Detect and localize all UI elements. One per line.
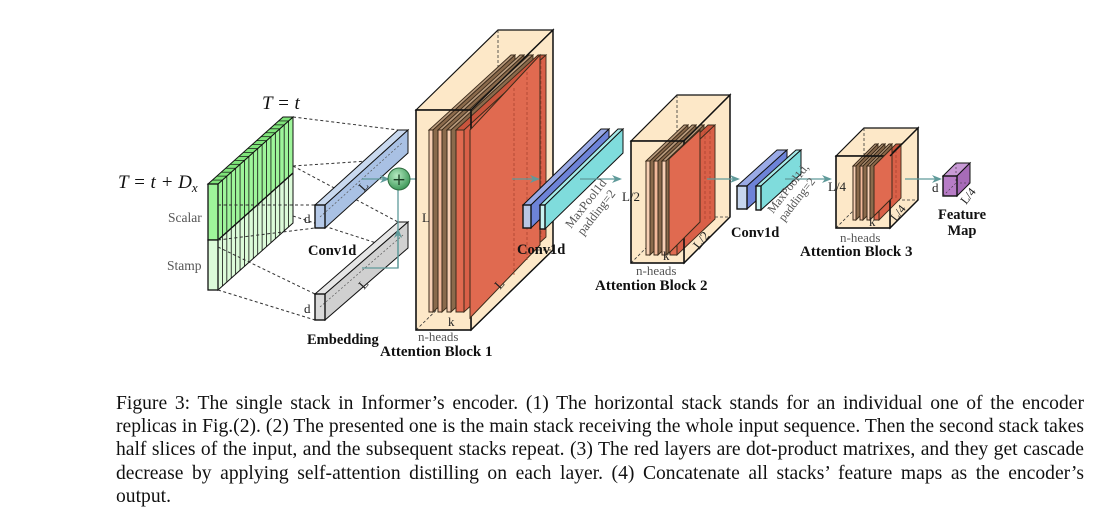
conv1d-input-label: Conv1d bbox=[308, 243, 356, 259]
conv-d-label: d bbox=[304, 211, 311, 226]
embed-d-label: d bbox=[304, 301, 311, 316]
feature-map-label-1: Feature bbox=[938, 207, 987, 223]
attention-layer-front bbox=[852, 165, 857, 221]
time-top-label: T = t bbox=[262, 93, 301, 114]
attention-layer-front bbox=[645, 160, 651, 256]
projection-lines bbox=[217, 116, 399, 321]
stamp-front-face bbox=[207, 239, 219, 291]
distill1-conv-label: Conv1d bbox=[517, 242, 565, 258]
attention-layer-front bbox=[428, 129, 434, 313]
block1-outline bbox=[470, 28, 554, 331]
scalar-label: Scalar bbox=[168, 210, 202, 225]
embedding-bar bbox=[313, 220, 410, 322]
embedding-label: Embedding bbox=[307, 332, 379, 348]
scalar-front-face bbox=[207, 183, 219, 241]
block3-k-label: k bbox=[869, 214, 876, 229]
block2-height-label: L/2 bbox=[622, 189, 640, 204]
scalar-stamp-divider bbox=[217, 172, 294, 241]
distill2-conv-label: Conv1d bbox=[731, 225, 779, 241]
attention-layer-front bbox=[455, 129, 465, 313]
attention-layer-front bbox=[653, 160, 659, 256]
distill1-pool-bar-front bbox=[539, 204, 546, 230]
feature-map-label-2: Map bbox=[948, 223, 977, 239]
feature-map-cube bbox=[941, 161, 972, 198]
input-sequence-block bbox=[206, 115, 295, 292]
feature-d-label: d bbox=[932, 180, 939, 195]
block2-outline bbox=[683, 93, 731, 264]
attention-layer-front bbox=[437, 129, 443, 313]
attention-layer-front bbox=[859, 165, 864, 221]
block1-height-label: L bbox=[422, 210, 430, 225]
block1-heads-label: n-heads bbox=[418, 329, 458, 344]
block1-k-label: k bbox=[448, 314, 455, 329]
block3-title: Attention Block 3 bbox=[800, 244, 913, 260]
informer-encoder-diagram: + T = t T = t + Dx Scalar Stamp d L Conv… bbox=[118, 28, 987, 360]
distill2-pool-bar bbox=[754, 148, 803, 212]
stamp-label: Stamp bbox=[167, 258, 202, 273]
block3-height-label: L/4 bbox=[828, 179, 847, 194]
block3-outline bbox=[889, 126, 919, 229]
attention-layer-front bbox=[661, 160, 667, 256]
attention-layer-front bbox=[866, 165, 871, 221]
attention-matrix-red bbox=[873, 146, 893, 218]
attention-matrix-red bbox=[469, 53, 541, 320]
block3-heads-label: n-heads bbox=[840, 230, 880, 245]
block1-title: Attention Block 1 bbox=[380, 344, 493, 360]
distill1-conv-bar-front bbox=[522, 204, 532, 229]
block2-heads-label: n-heads bbox=[636, 263, 676, 278]
block2-title: Attention Block 2 bbox=[595, 278, 708, 294]
attention-matrix-red bbox=[668, 128, 701, 255]
add-operator: + bbox=[387, 167, 411, 191]
attention-layer-front bbox=[446, 129, 452, 313]
distill2-conv-bar-front bbox=[736, 185, 748, 210]
block2-k-label: k bbox=[663, 248, 670, 263]
attention-blocks bbox=[414, 28, 920, 332]
plus-icon: + bbox=[392, 170, 406, 190]
distill2-pool-bar-front bbox=[755, 185, 762, 211]
time-left-label: T = t + Dx bbox=[118, 172, 198, 195]
